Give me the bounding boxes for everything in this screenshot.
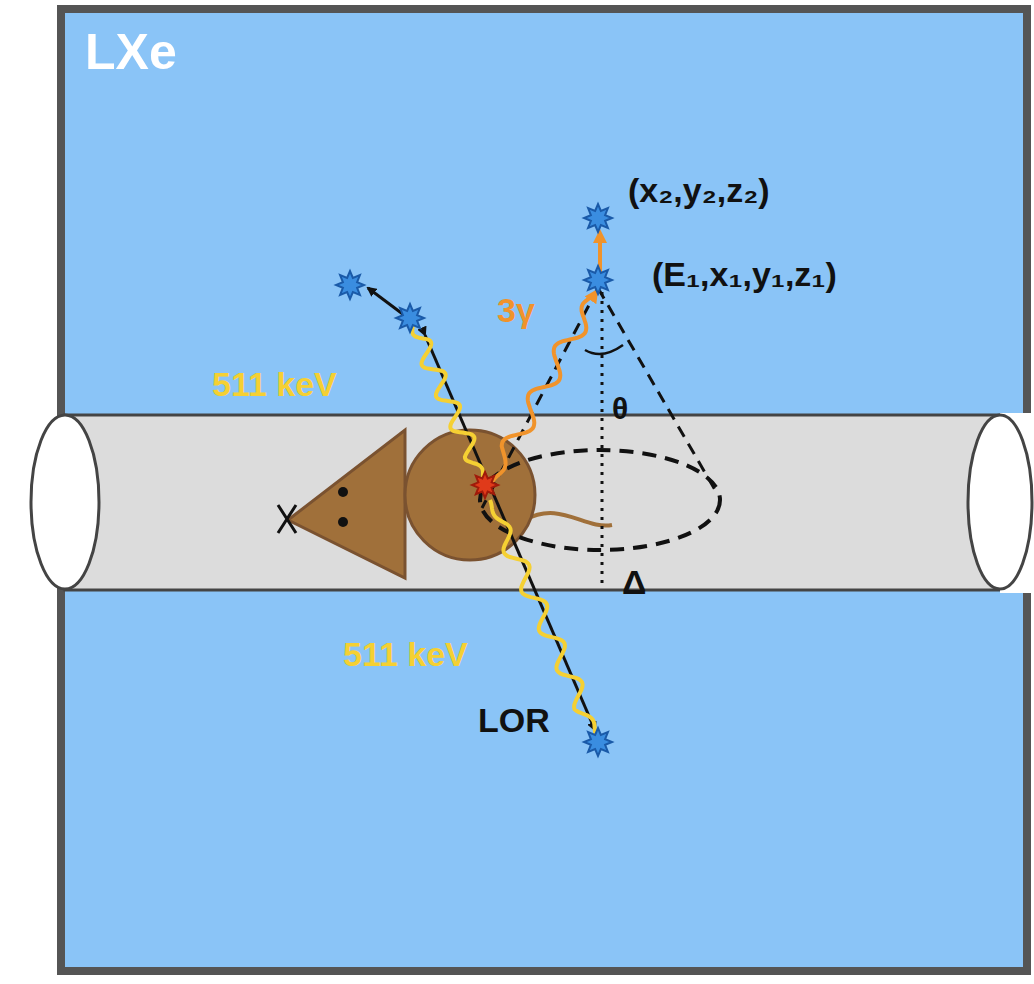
lxe-volume: LXe <box>65 13 1023 967</box>
cone-ellipse <box>480 450 720 550</box>
mouse-eye <box>338 487 348 497</box>
lxe-volume <box>61 9 1027 971</box>
angle-label: θ <box>612 392 628 425</box>
tube-end <box>1000 415 1032 589</box>
gamma-label: 3γ <box>497 292 535 329</box>
interaction-star <box>584 728 612 756</box>
mouse-nose <box>278 505 296 533</box>
theta-arc <box>585 345 623 354</box>
compton-cone <box>482 288 718 508</box>
interaction-star <box>396 304 424 332</box>
position-label: (E₁,x₁,y₁,z₁) <box>652 256 837 293</box>
gamma-wave <box>412 322 484 480</box>
interaction-star <box>472 472 498 498</box>
position-label: (x₂,y₂,z₂) <box>628 172 770 209</box>
mouse-eye <box>338 517 348 527</box>
energy-label: 511 keV <box>212 366 337 403</box>
mouse-head <box>288 430 405 578</box>
gamma-wave <box>492 292 596 482</box>
gamma-wave <box>490 500 596 735</box>
tube-clip <box>1000 413 1034 593</box>
tube-end <box>31 415 99 589</box>
interaction-star <box>584 266 612 294</box>
region-label: LXe <box>85 25 177 80</box>
lor-label: LOR <box>478 702 550 739</box>
interaction-star <box>584 204 612 232</box>
bore-tube <box>65 415 1000 590</box>
mouse-tail <box>525 513 612 526</box>
energy-label: 511 keV <box>343 636 468 673</box>
interaction-star <box>336 271 364 299</box>
cone-axis <box>601 292 604 585</box>
angle-label: Δ <box>622 564 646 601</box>
